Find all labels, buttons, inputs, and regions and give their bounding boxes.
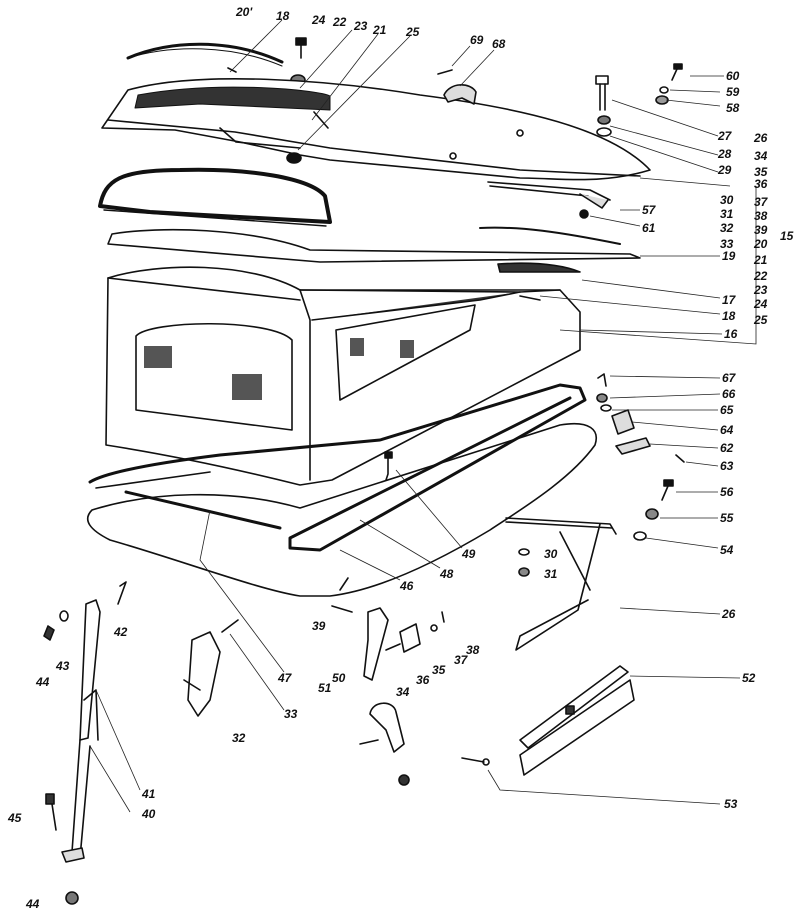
part-label: 22	[754, 269, 768, 283]
part-label: 37	[454, 653, 468, 667]
part-label: 69	[470, 33, 484, 47]
part-label: 46	[400, 579, 414, 593]
part-label: 33	[284, 707, 298, 721]
part-label: 21	[754, 253, 768, 267]
box-body-part	[105, 266, 581, 486]
part-label: 60	[726, 69, 740, 83]
part-label: 45	[8, 811, 22, 825]
cap-part	[437, 69, 477, 105]
part-label: 63	[720, 459, 734, 473]
part-label: 30	[720, 193, 734, 207]
side-stay-part	[43, 581, 127, 905]
part-label: 39	[754, 223, 768, 237]
part-label: 42	[114, 625, 128, 639]
catch-part	[331, 605, 445, 681]
part-label: 61	[642, 221, 656, 235]
latch-part	[183, 619, 239, 717]
part-label: 67	[722, 371, 736, 385]
part-label: 54	[720, 543, 734, 557]
hinge-parts	[596, 373, 685, 541]
part-label: 36	[754, 177, 768, 191]
part-label: 43	[56, 659, 70, 673]
part-label: 22	[333, 15, 347, 29]
gasket-part	[88, 383, 587, 552]
part-label: 18	[722, 309, 736, 323]
base-tray-part	[86, 423, 597, 597]
part-label: 16	[724, 327, 738, 341]
part-label: 40	[142, 807, 156, 821]
part-label: 24	[754, 297, 768, 311]
part-label: 47	[278, 671, 292, 685]
part-label: 39	[312, 619, 326, 633]
slide-rail-part	[519, 665, 635, 776]
part-label: 26	[754, 131, 768, 145]
part-label: 58	[726, 101, 740, 115]
stay-arm-part	[505, 517, 617, 651]
lid-frame-part	[98, 167, 332, 227]
part-label: 53	[724, 797, 738, 811]
part-label: 49	[462, 547, 476, 561]
part-label: 56	[720, 485, 734, 499]
part-label: 23	[754, 283, 768, 297]
part-label: 59	[726, 85, 740, 99]
part-label: 25	[754, 313, 768, 327]
part-label: 38	[754, 209, 768, 223]
part-label: 57	[642, 203, 656, 217]
part-label: 34	[396, 685, 410, 699]
part-label: 25	[406, 25, 420, 39]
part-label: 55	[720, 511, 734, 525]
part-label: 15	[780, 229, 794, 243]
part-label: 28	[718, 147, 732, 161]
part-label: 23	[354, 19, 368, 33]
part-label: 32	[720, 221, 734, 235]
part-label: 37	[754, 195, 768, 209]
part-label: 68	[492, 37, 506, 51]
part-label: 66	[722, 387, 736, 401]
part-label: 44	[36, 675, 50, 689]
bolt-part	[595, 63, 683, 137]
part-label: 51	[318, 681, 332, 695]
part-label: 35	[754, 165, 768, 179]
part-label: 17	[722, 293, 736, 307]
part-label: 32	[232, 731, 246, 745]
part-label: 34	[754, 149, 768, 163]
part-label: 18	[276, 9, 290, 23]
part-label: 27	[718, 129, 732, 143]
part-label: 44	[26, 897, 40, 911]
part-label: 30	[544, 547, 558, 561]
part-label: 35	[432, 663, 446, 677]
part-label: 52	[742, 671, 756, 685]
part-label: 29	[718, 163, 732, 177]
part-label: 50	[332, 671, 346, 685]
hinge-bar-part	[487, 181, 611, 219]
part-label: 31	[544, 567, 558, 581]
part-label: 64	[720, 423, 734, 437]
part-label: 48	[440, 567, 454, 581]
part-label: 38	[466, 643, 480, 657]
part-label: 24	[312, 13, 326, 27]
screw-part	[384, 451, 393, 481]
lid-shell-part	[101, 78, 651, 181]
seal-strip-part	[126, 42, 284, 73]
part-label: 41	[142, 787, 156, 801]
part-label: 62	[720, 441, 734, 455]
trim-strip-part	[107, 226, 641, 273]
part-label: 31	[720, 207, 734, 221]
clamp-part	[359, 702, 410, 786]
part-label: 26	[722, 607, 736, 621]
part-label: 36	[416, 673, 430, 687]
part-label: 33	[720, 237, 734, 251]
part-label: 19	[722, 249, 736, 263]
part-label: 20'	[236, 5, 253, 19]
pin-part	[461, 757, 490, 766]
leader-lines	[89, 19, 757, 813]
part-label: 21	[373, 23, 387, 37]
part-label: 20	[754, 237, 768, 251]
part-label: 65	[720, 403, 734, 417]
